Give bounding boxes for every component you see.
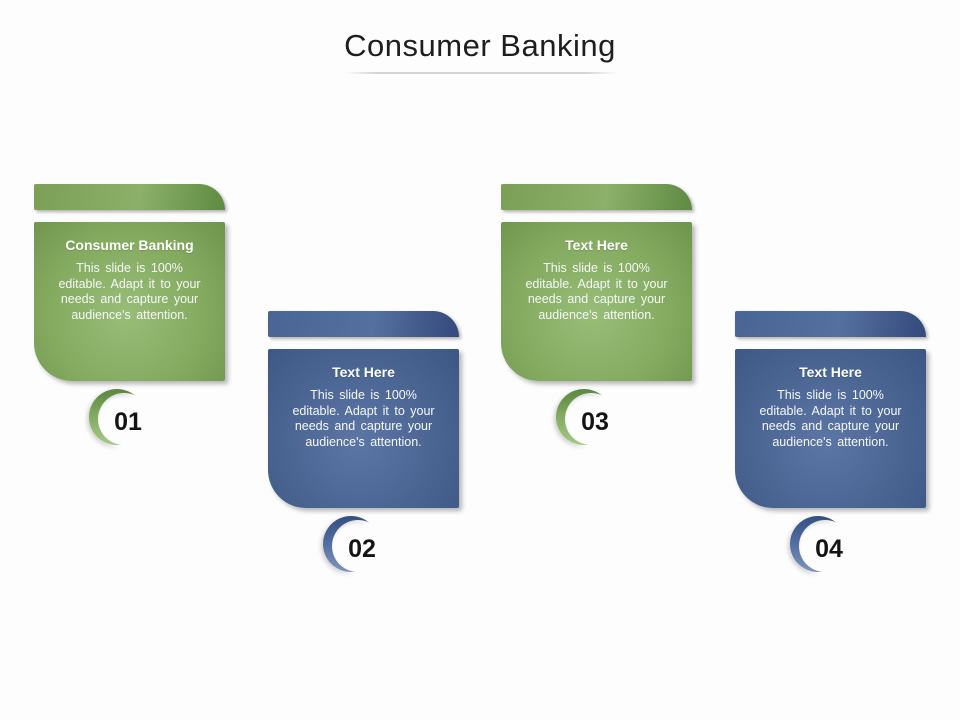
card-04-panel[interactable]: Text Here This slide is 100% editable. A… [735,349,926,508]
card-02-panel[interactable]: Text Here This slide is 100% editable. A… [268,349,459,508]
crescent-arc-icon [322,511,386,579]
step-number: 04 [815,535,843,563]
card-03-number-badge[interactable]: 03 [555,384,619,452]
card-title: Consumer Banking [65,237,194,253]
crescent-arc-icon [88,384,152,452]
card-02-tab-shape[interactable] [268,311,459,337]
card-03: Text Here This slide is 100% editable. A… [501,184,692,452]
card-body-text: This slide is 100% editable. Adapt it to… [292,388,435,449]
page-title[interactable]: Consumer Banking [344,28,616,63]
card-title: Text Here [799,364,862,380]
card-04-number-badge[interactable]: 04 [789,511,853,579]
card-01-tab-shape[interactable] [34,184,225,210]
title-underline [344,72,618,74]
step-number: 01 [114,408,142,436]
crescent-arc-icon [789,511,853,579]
card-01-number-badge[interactable]: 01 [88,384,152,452]
card-body-text: This slide is 100% editable. Adapt it to… [525,261,668,322]
card-title: Text Here [565,237,628,253]
card-body-text: This slide is 100% editable. Adapt it to… [58,261,201,322]
card-04-tab-shape[interactable] [735,311,926,337]
card-04: Text Here This slide is 100% editable. A… [735,311,926,579]
crescent-arc-icon [555,384,619,452]
card-01: Consumer Banking This slide is 100% edit… [34,184,225,452]
card-02-number-badge[interactable]: 02 [322,511,386,579]
card-01-panel[interactable]: Consumer Banking This slide is 100% edit… [34,222,225,381]
card-body-text: This slide is 100% editable. Adapt it to… [759,388,902,449]
card-02: Text Here This slide is 100% editable. A… [268,311,459,579]
step-number: 03 [581,408,609,436]
step-number: 02 [348,535,376,563]
card-title: Text Here [332,364,395,380]
card-03-panel[interactable]: Text Here This slide is 100% editable. A… [501,222,692,381]
card-03-tab-shape[interactable] [501,184,692,210]
